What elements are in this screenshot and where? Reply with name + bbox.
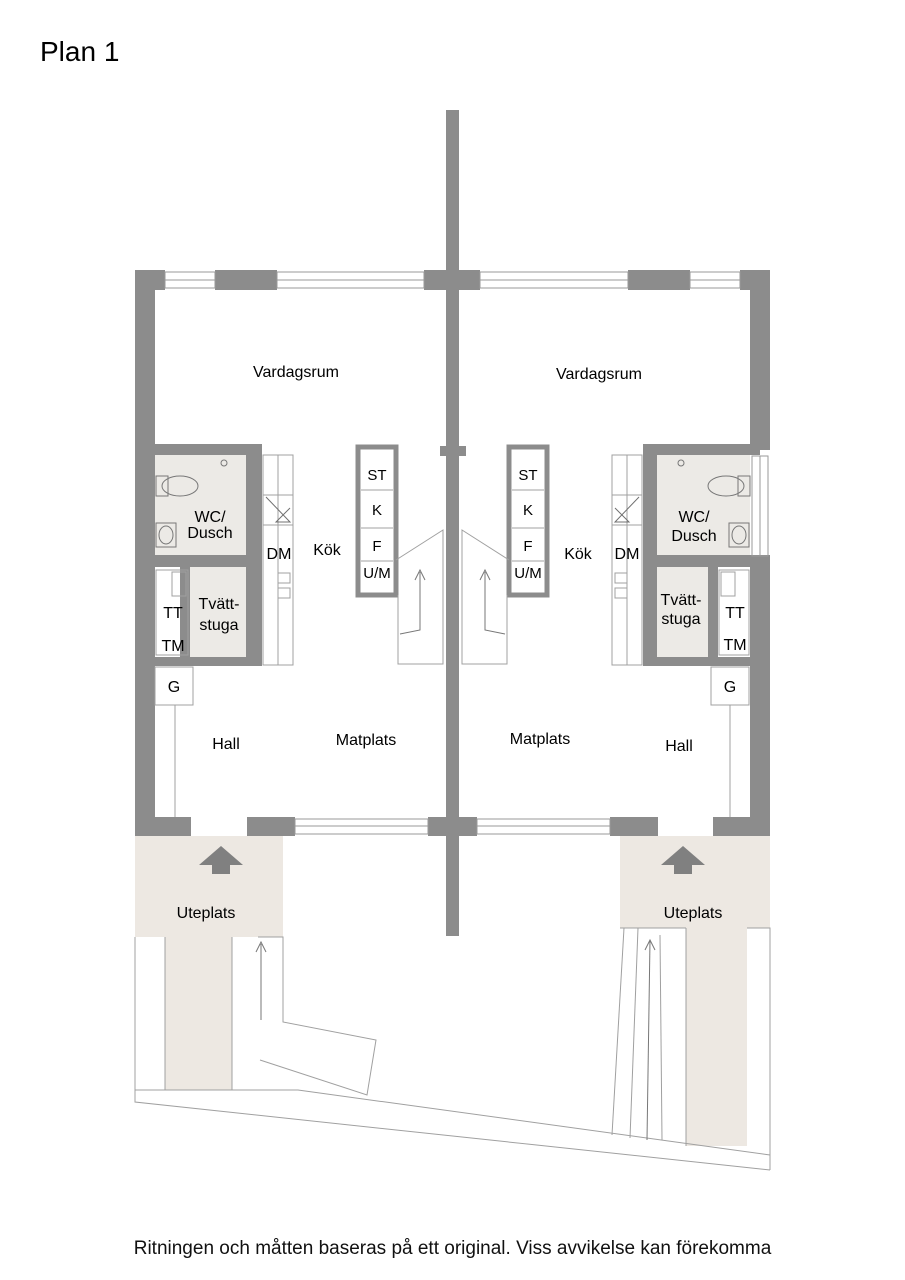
stair-arrows <box>255 568 656 1141</box>
laundry-right-floor <box>650 567 708 657</box>
wc-left-floor <box>154 455 246 555</box>
labels-left-unit: Vardagsrum WC/ Dusch Tvätt- stuga Kök Ha… <box>161 364 396 922</box>
fixture-st-right: ST <box>518 467 537 484</box>
disclaimer-text: Ritningen och måtten baseras på ett orig… <box>133 1238 772 1259</box>
room-uteplats-left: Uteplats <box>177 905 236 922</box>
windows <box>164 271 769 835</box>
fixture-tm-right: TM <box>723 637 746 654</box>
laundry-left-floor <box>190 567 246 657</box>
fixture-g-left: G <box>168 679 180 696</box>
fixture-dm-right: DM <box>615 546 640 563</box>
entrance-arrow-left-icon <box>199 846 243 874</box>
entrance-arrow-right-icon <box>661 846 705 874</box>
room-hall-right: Hall <box>665 738 693 755</box>
interior-lines <box>134 454 771 1171</box>
room-kok-left: Kök <box>313 542 342 559</box>
room-tvatt-right-line2: stuga <box>661 611 700 628</box>
room-matplats-left: Matplats <box>336 732 396 749</box>
fixture-f-right: F <box>523 538 532 555</box>
labels-right-unit: Vardagsrum WC/ Dusch Tvätt- stuga Kök Ha… <box>510 366 747 922</box>
toilet-left-icon <box>155 459 228 497</box>
sink-left-icon <box>155 522 177 548</box>
room-wc-right-line1: WC/ <box>678 509 710 526</box>
fixture-tt-left: TT <box>163 605 183 622</box>
fixture-k-left: K <box>372 502 382 519</box>
room-hall-left: Hall <box>212 736 240 753</box>
toilet-right-icon <box>677 459 751 497</box>
wc-right-floor <box>657 455 750 555</box>
walls <box>135 110 770 936</box>
room-tvatt-left-line2: stuga <box>199 617 238 634</box>
fixture-st-left: ST <box>367 467 386 484</box>
sink-right-icon <box>728 522 750 548</box>
fixture-f-left: F <box>372 538 381 555</box>
room-wc-left-line2: Dusch <box>187 525 232 542</box>
room-matplats-right: Matplats <box>510 731 570 748</box>
room-wc-right-line2: Dusch <box>671 528 716 545</box>
fixture-dm-left: DM <box>267 546 292 563</box>
room-tvatt-right-line1: Tvätt- <box>661 592 702 609</box>
room-vardagsrum-right: Vardagsrum <box>556 366 642 383</box>
fixture-tt-right: TT <box>725 605 745 622</box>
room-kok-right: Kök <box>564 546 593 563</box>
room-tvatt-left-line1: Tvätt- <box>199 596 240 613</box>
fixture-um-left: U/M <box>363 565 391 582</box>
patio-left <box>135 836 283 1090</box>
room-uteplats-right: Uteplats <box>664 905 723 922</box>
fixture-um-right: U/M <box>514 565 542 582</box>
fixture-tm-left: TM <box>161 638 184 655</box>
patio-right <box>620 836 770 1146</box>
fixture-g-right: G <box>724 679 736 696</box>
fixture-k-right: K <box>523 502 533 519</box>
kitchen-vent-marks <box>265 496 640 523</box>
room-vardagsrum-left: Vardagsrum <box>253 364 339 381</box>
page-title: Plan 1 <box>40 36 120 67</box>
room-wc-left-line1: WC/ <box>194 509 226 526</box>
